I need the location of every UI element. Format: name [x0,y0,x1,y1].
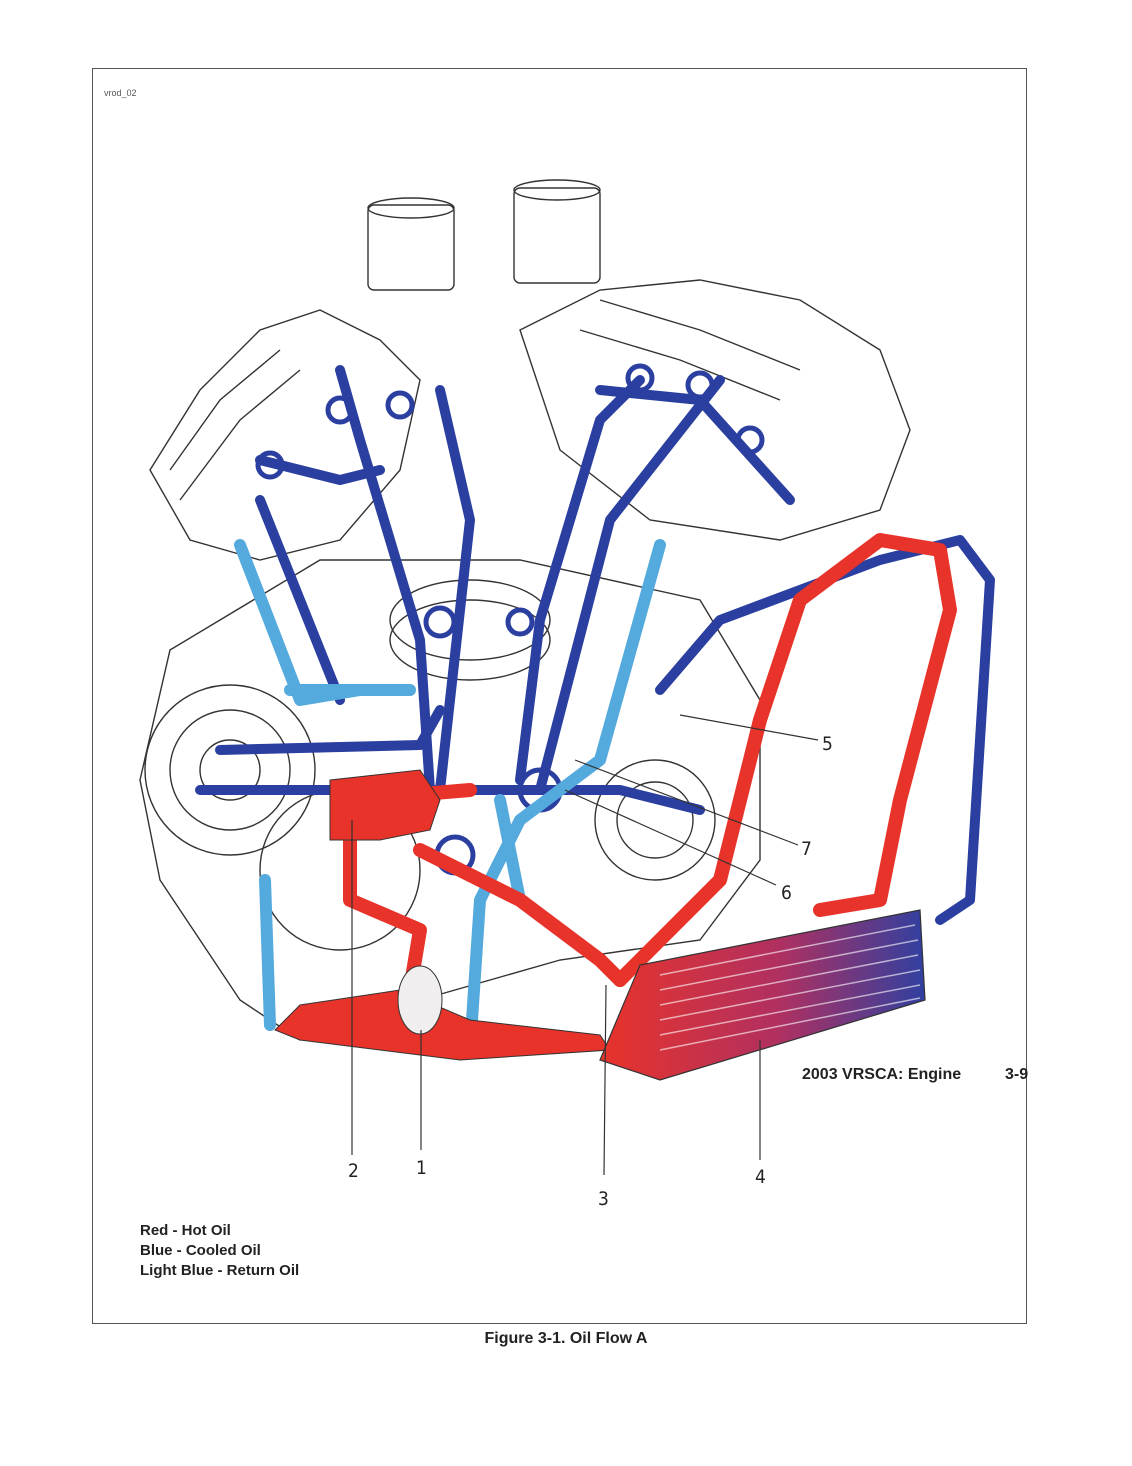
engine-oil-flow-diagram [139,179,995,1176]
callout-6: 6 [781,882,792,904]
oil-sump [274,989,611,1061]
oil-pickup [397,965,443,1035]
callout-5: 5 [822,733,833,755]
return-oil-passages [234,539,666,1056]
callout-2: 2 [348,1160,359,1182]
callout-3: 3 [598,1188,609,1210]
oil-pump-housing [329,769,441,841]
legend-hot-oil: Red - Hot Oil [140,1222,231,1239]
callout-4: 4 [755,1166,766,1188]
figure-id: vrod_02 [104,88,137,98]
figure-caption: Figure 3-1. Oil Flow A [484,1330,648,1347]
oil-cooler [599,909,926,1081]
cooled-oil-passages [195,365,995,925]
figure-frame [92,68,1027,1324]
callout-leaders [351,714,819,1176]
footer-title: 2003 VRSCA: Engine [802,1066,962,1083]
callout-7: 7 [801,838,812,860]
engine-line-art [139,179,911,1041]
legend-cooled-oil: Blue - Cooled Oil [140,1242,261,1259]
color-legend: Red - Hot Oil Blue - Cooled Oil Light Bl… [140,1221,299,1281]
callout-1: 1 [416,1157,427,1179]
footer-page-number: 3-9 [1005,1066,1029,1083]
legend-return-oil: Light Blue - Return Oil [140,1262,300,1279]
